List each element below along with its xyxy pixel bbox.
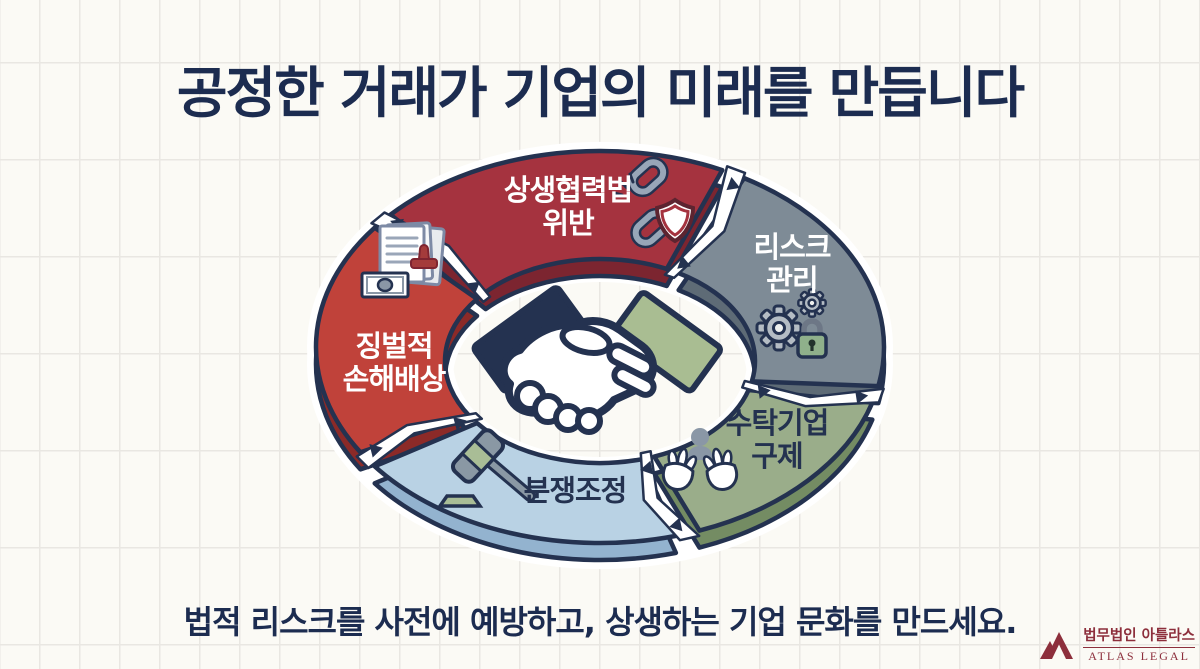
handshake-fingers: [514, 380, 603, 435]
flow-arrow-icon: [855, 390, 869, 405]
lock-icon: [796, 318, 828, 359]
separator: [663, 165, 747, 280]
gears-lock-icon: [755, 288, 828, 359]
flow-arrow-icon: [466, 281, 481, 295]
handshake-icon: [471, 285, 723, 435]
cycle-segments-layer: [306, 141, 893, 570]
separator: [639, 449, 701, 542]
flow-arrow-icon: [757, 384, 771, 399]
stamp-icon: [410, 244, 438, 269]
flow-arrow-icon: [669, 517, 683, 532]
gavel-base: [436, 494, 484, 508]
flow-arrow-icon: [640, 460, 654, 475]
segment-risk-management: [676, 175, 887, 389]
flow-arrow-icon: [677, 255, 691, 269]
separator: [741, 379, 885, 408]
shield-icon: [654, 197, 696, 244]
broken-chain-shield-icon: [612, 156, 696, 249]
documents-stamp-money-icon: [360, 221, 446, 299]
page-title: 공정한 거래가 기업의 미래를 만듭니다: [176, 61, 1025, 125]
segment-label-risk-management: 리스크 관리: [753, 229, 831, 297]
break-sparks: [612, 172, 635, 197]
segment-trustee-company-relief: [652, 387, 875, 533]
separator: [355, 412, 484, 470]
logo-english-name: ATLAS LEGAL: [1088, 649, 1190, 663]
page-tagline: 법적 리스크를 사전에 예방하고, 상생하는 기업 문화를 만드세요.: [183, 603, 1018, 641]
document-lines: [385, 236, 419, 264]
hands-person-icon: [661, 428, 739, 492]
segment-label-punitive-damages: 징벌적 손해배상: [342, 328, 447, 396]
segment-label-dispute-mediation: 분쟁조정: [523, 473, 628, 508]
cycle-diagram: 상생협력법 위반 리스크 관리 수탁기업 구제 분쟁조정 징벌적 손해배상: [290, 130, 910, 600]
logo-korean-name: 법무법인 아틀라스: [1083, 628, 1195, 644]
atlas-triangle-icon: [1040, 631, 1074, 659]
logo-text: 법무법인 아틀라스 ATLAS LEGAL: [1083, 624, 1195, 664]
gear-large: [755, 304, 803, 352]
segment-dispute-mediation: [372, 420, 679, 546]
flow-arrow-icon: [453, 416, 467, 431]
money-icon: [360, 271, 410, 299]
gavel-icon: [436, 428, 536, 508]
left-hand: [661, 447, 698, 492]
cycle-diagram-svg: [306, 141, 893, 570]
flow-arrow-icon: [369, 444, 383, 458]
gavel-head: [450, 428, 506, 484]
gear-small: [797, 288, 827, 318]
segment-label-trustee-company-relief: 수탁기업 구제: [725, 405, 830, 473]
segment-label-win-win-law-violation: 상생협력법 위반: [503, 172, 633, 240]
right-hand: [702, 447, 739, 492]
logo-divider: [1083, 647, 1195, 648]
flow-arrow-icon: [726, 177, 741, 191]
atlas-legal-logo: 법무법인 아틀라스 ATLAS LEGAL: [1038, 624, 1195, 664]
